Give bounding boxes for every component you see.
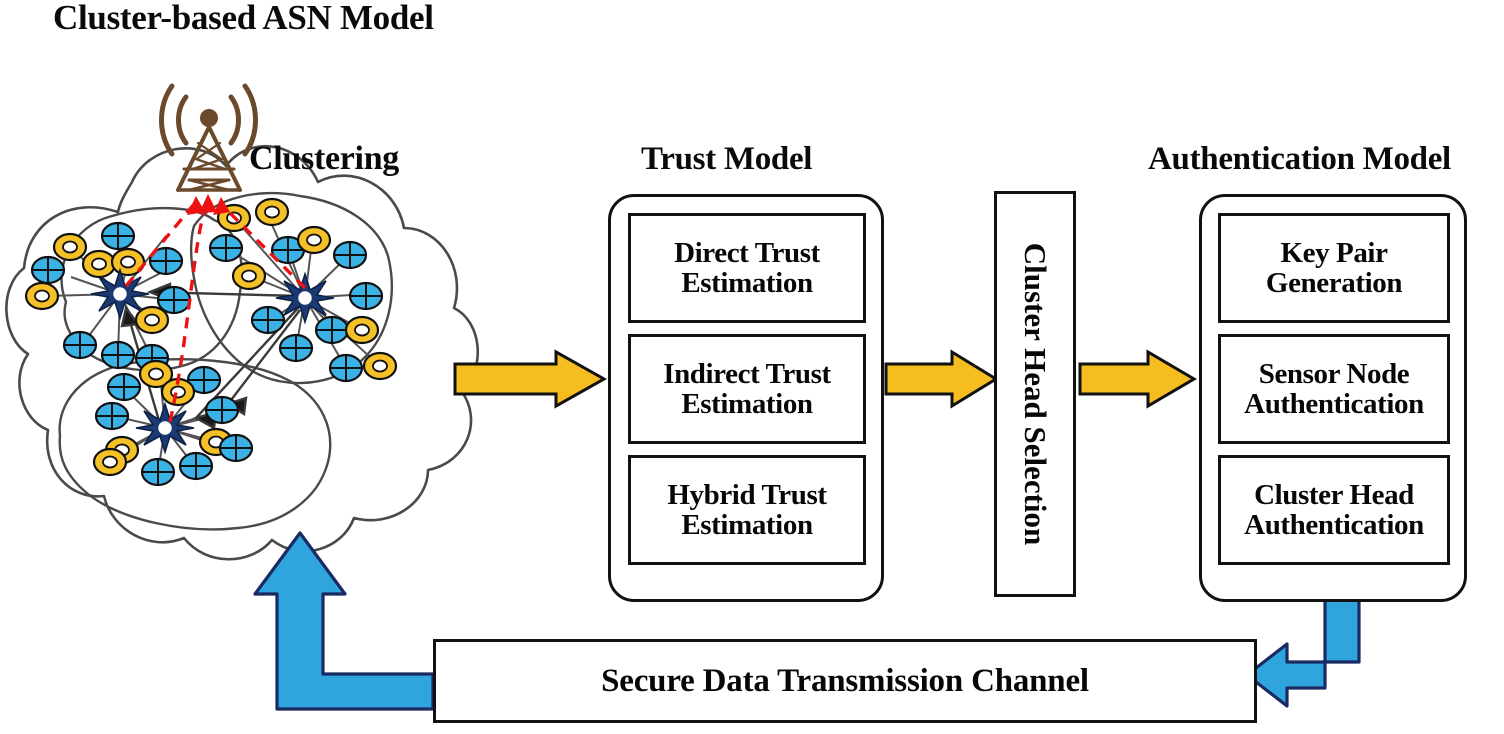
cluster-boundaries	[58, 191, 393, 531]
uplink-arrowheads	[187, 194, 230, 215]
flow-arrow-channel-to-cloud	[253, 531, 435, 711]
secure-data-transmission-channel-box[interactable]: Secure Data Transmission Channel	[433, 639, 1257, 723]
cluster-1-boundary	[60, 206, 243, 372]
secure-data-transmission-channel-label: Secure Data Transmission Channel	[601, 662, 1089, 699]
cluster-2-boundary	[189, 191, 393, 385]
inter-cluster-links	[120, 282, 301, 430]
direct-trust-estimation-box[interactable]: Direct Trust Estimation	[628, 213, 866, 323]
cluster-head-selection-box[interactable]: Cluster Head Selection	[994, 191, 1076, 597]
flow-arrow-chs-to-auth	[1078, 349, 1197, 409]
indirect-trust-estimation-label: Indirect Trust Estimation	[663, 357, 831, 420]
authentication-model-label: Authentication Model	[1148, 141, 1451, 177]
hybrid-trust-estimation-label: Hybrid Trust Estimation	[667, 478, 827, 541]
cluster-3-nodes	[92, 359, 254, 487]
base-station-tower	[159, 83, 258, 192]
trust-model-container[interactable]: Direct Trust Estimation Indirect Trust E…	[608, 194, 884, 602]
flow-arrow-auth-to-channel	[1245, 598, 1361, 708]
clustering-label: Clustering	[249, 140, 400, 177]
cluster-head-uplinks	[124, 199, 307, 423]
trust-model-label: Trust Model	[641, 141, 813, 177]
cluster-1-nodes	[24, 221, 192, 373]
cluster-head-authentication-label: Cluster Head Authentication	[1244, 478, 1424, 541]
authentication-model-container[interactable]: Key Pair Generation Sensor Node Authenti…	[1199, 194, 1467, 602]
flow-arrow-cloud-to-trust	[453, 349, 608, 409]
cluster-2-links	[225, 215, 381, 369]
direct-trust-estimation-label: Direct Trust Estimation	[674, 236, 820, 299]
page-title: Cluster-based ASN Model	[53, 0, 434, 37]
flow-arrow-trust-to-chs	[884, 349, 999, 409]
cluster-1-links	[45, 235, 179, 359]
cluster-head-selection-label: Cluster Head Selection	[1018, 242, 1053, 546]
cluster-2-nodes	[208, 197, 398, 383]
key-pair-generation-box[interactable]: Key Pair Generation	[1218, 213, 1450, 323]
asn-cloud-outline	[5, 144, 480, 561]
hybrid-trust-estimation-box[interactable]: Hybrid Trust Estimation	[628, 455, 866, 565]
cluster-head-authentication-box[interactable]: Cluster Head Authentication	[1218, 455, 1450, 565]
cluster-3-links	[111, 371, 239, 473]
indirect-trust-estimation-box[interactable]: Indirect Trust Estimation	[628, 334, 866, 444]
sensor-node-authentication-box[interactable]: Sensor Node Authentication	[1218, 334, 1450, 444]
key-pair-generation-label: Key Pair Generation	[1265, 236, 1403, 299]
sensor-node-authentication-label: Sensor Node Authentication	[1244, 357, 1424, 420]
cluster-3-boundary	[58, 358, 332, 531]
